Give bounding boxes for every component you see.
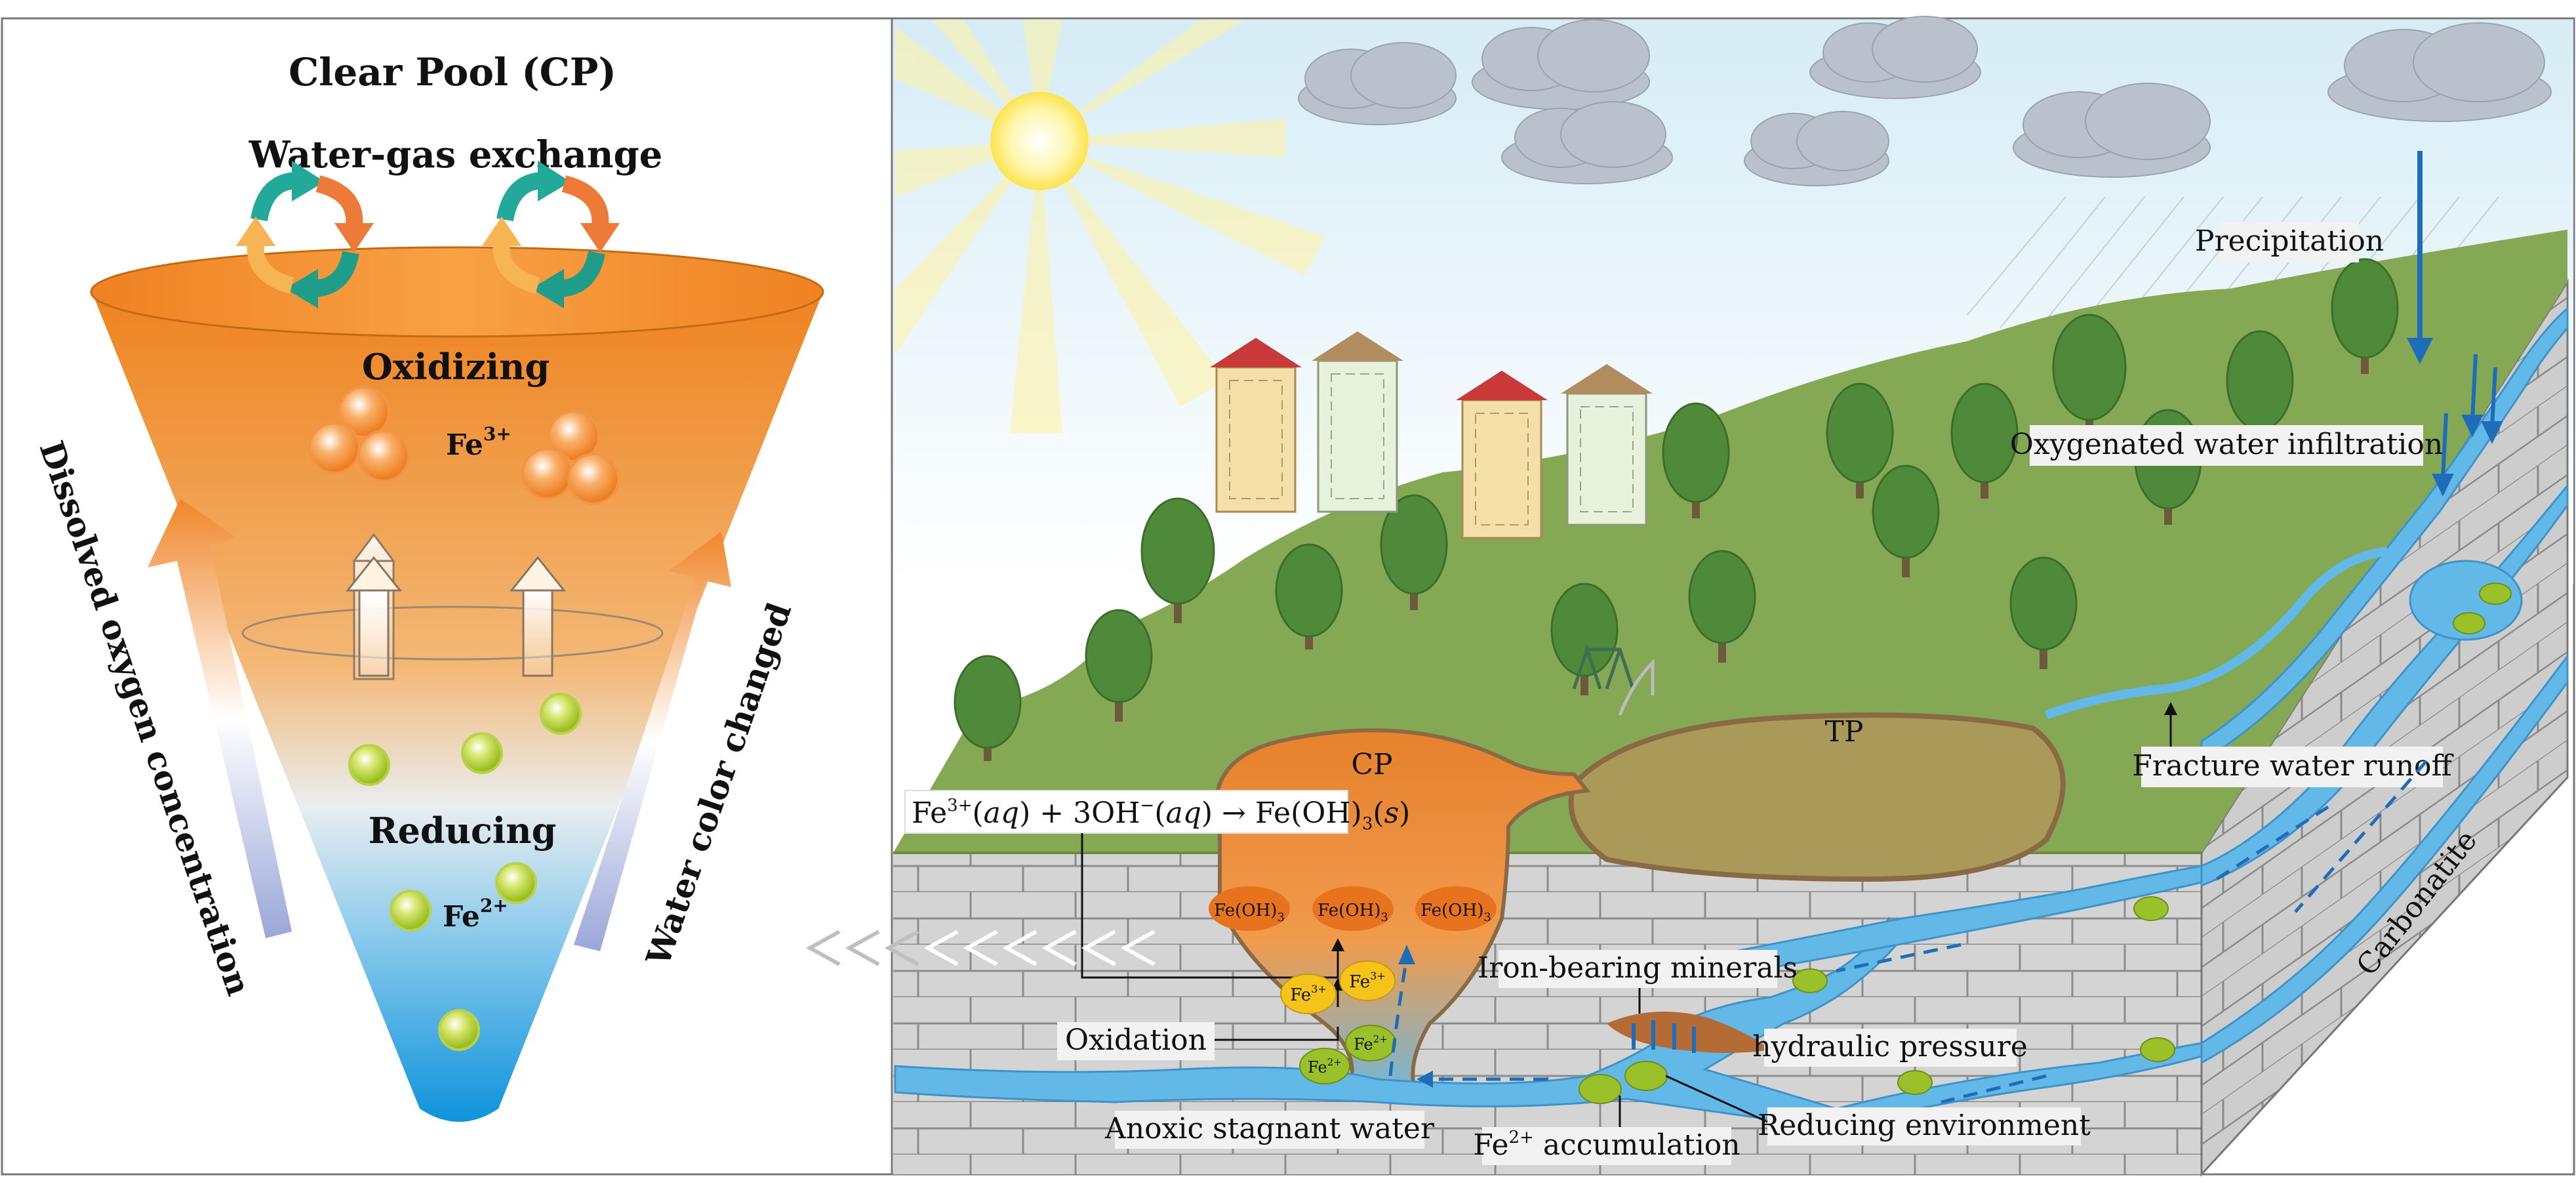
fe2-ion-label-2: Fe2+ xyxy=(1308,1056,1342,1077)
sun-icon xyxy=(895,20,1325,433)
anoxic-water-label: Anoxic stagnant water xyxy=(1104,1112,1435,1145)
anoxic-water-callout: Anoxic stagnant water xyxy=(1104,1111,1435,1149)
funnel-body xyxy=(92,292,823,1122)
fe3-cluster-left xyxy=(308,386,410,482)
fe3-ions: Fe3+ Fe3+ xyxy=(1280,960,1396,1014)
tp-pond xyxy=(1568,712,2066,882)
feoh3-label-2: Fe(OH)3 xyxy=(1318,901,1388,924)
fe2-ions: Fe2+ Fe2+ xyxy=(1299,583,2512,1104)
infiltration-arrows xyxy=(2432,354,2503,497)
oxidation-callout: Oxidation xyxy=(1057,1022,1215,1060)
precipitation-callout: Precipitation xyxy=(2195,151,2433,364)
playground xyxy=(1572,644,1655,716)
fracture-runoff-label: Fracture water runoff xyxy=(2132,749,2453,783)
reaction-equation: Fe3+(aq) + 3OH−(aq) → Fe(OH)3(s) xyxy=(912,796,1410,834)
dissolved-oxygen-arrow xyxy=(148,499,292,938)
fe2-accumulation-callout: Fe2+ accumulation xyxy=(1473,1096,1741,1165)
exchange-cycle-icon-left xyxy=(236,161,374,308)
iron-bearing-minerals-callout: Iron-bearing minerals xyxy=(1478,950,1798,1014)
feoh3-label-3: Fe(OH)3 xyxy=(1420,901,1491,924)
hydraulic-pressure-label: hydraulic pressure xyxy=(1752,1030,2028,1063)
precipitation-label: Precipitation xyxy=(2195,224,2384,258)
funnel-mid-ring xyxy=(241,606,664,661)
buildings xyxy=(1210,331,1653,539)
exchange-cycle-icon-right xyxy=(482,161,620,308)
iron-bearing-minerals-label: Iron-bearing minerals xyxy=(1478,951,1798,985)
funnel-up-arrow-left xyxy=(345,533,403,680)
fracture-runoff-callout: Fracture water runoff xyxy=(2132,702,2454,787)
clouds xyxy=(1298,16,2552,186)
chevron-arrow-train xyxy=(805,930,1156,966)
reaction-equation-box: Fe3+(aq) + 3OH−(aq) → Fe(OH)3(s) xyxy=(904,790,1410,834)
feoh3-label-1: Fe(OH)3 xyxy=(1214,901,1285,924)
reducing-environment-callout: Reducing environment xyxy=(1665,1075,2091,1145)
fe2-ion-label-1: Fe2+ xyxy=(1354,1033,1388,1054)
hydraulic-pressure-callout: hydraulic pressure xyxy=(1752,1029,2028,1067)
surface-stream xyxy=(2044,546,2388,720)
fe3-label: Fe3+ xyxy=(446,423,512,462)
reducing-environment-label: Reducing environment xyxy=(1758,1109,2091,1142)
funnel-top-surface xyxy=(90,246,824,338)
flow-arrowheads xyxy=(1398,945,1433,1088)
flow-arrows xyxy=(1388,760,2428,1104)
fe3-ion-label-2: Fe3+ xyxy=(1349,970,1386,992)
fe2-spheres xyxy=(348,693,582,1051)
reducing-label: Reducing xyxy=(369,810,557,852)
iron-bearing-minerals-deposit xyxy=(1607,1012,1771,1053)
fe3-cluster-right xyxy=(521,410,620,505)
oxygenated-infiltration-callout: Oxygenated water infiltration xyxy=(2010,425,2443,466)
oxidizing-label: Oxidizing xyxy=(362,346,550,388)
fe2-label: Fe2+ xyxy=(443,895,508,934)
feoh3-precipitates: Fe(OH)3 Fe(OH)3 Fe(OH)3 xyxy=(1209,886,1497,931)
right-panel: Precipitation Oxygenated water infiltrat… xyxy=(805,16,2573,1177)
funnel-up-arrow-right xyxy=(509,556,567,677)
oxygenated-infiltration-label: Oxygenated water infiltration xyxy=(2010,428,2443,461)
water-color-arrow xyxy=(574,531,731,951)
grassy-hill xyxy=(893,230,2567,853)
water-gas-exchange-label: Water-gas exchange xyxy=(249,133,663,176)
fe3-ion-label-1: Fe3+ xyxy=(1290,983,1327,1005)
fe2-accumulation-label: Fe2+ accumulation xyxy=(1473,1128,1740,1162)
cp-label: CP xyxy=(1351,748,1392,781)
oxidation-label: Oxidation xyxy=(1065,1023,1207,1057)
left-panel-title: Clear Pool (CP) xyxy=(289,50,616,94)
tp-label: TP xyxy=(1825,715,1864,749)
groundwater-channels xyxy=(894,306,2569,1130)
